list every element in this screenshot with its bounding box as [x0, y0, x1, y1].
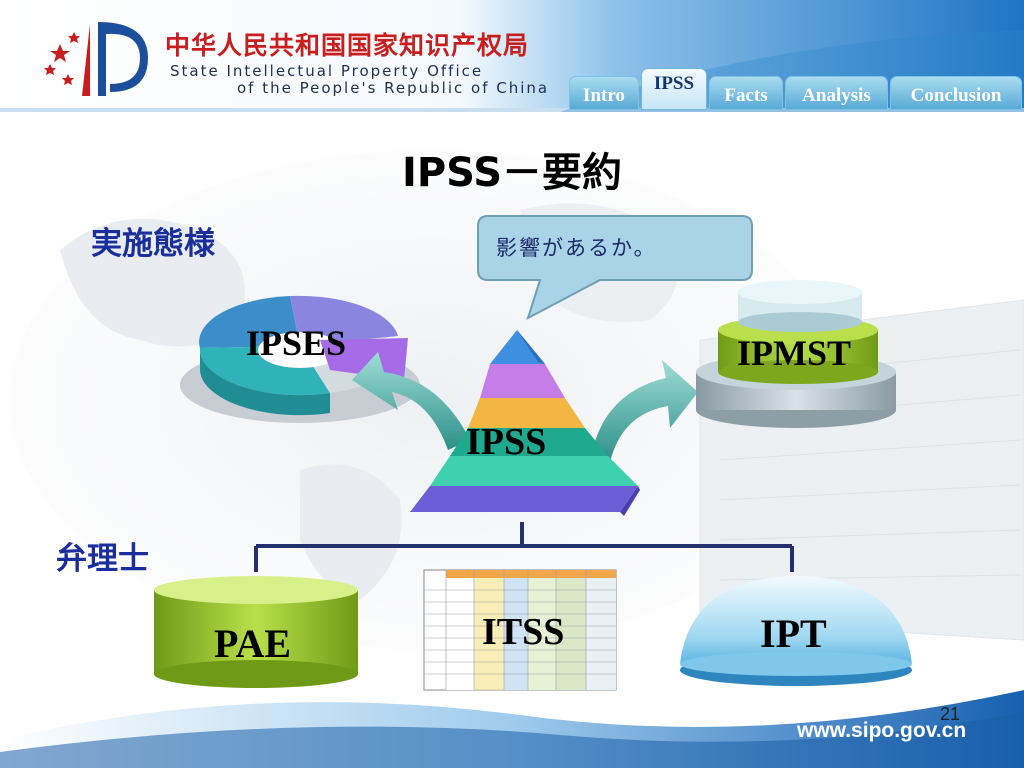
label-ipmst: IPMST	[737, 333, 852, 373]
callout-text: 影響があるか。	[496, 236, 657, 260]
org-name-english-line1: State Intellectual Property Office	[170, 62, 484, 80]
label-ipt: IPT	[760, 611, 827, 656]
ipmst-stack-graphic	[696, 280, 896, 428]
label-pae: PAE	[214, 621, 292, 666]
connector-bracket	[254, 522, 794, 572]
ipt-dome-graphic	[680, 576, 912, 686]
label-ipss: IPSS	[466, 421, 547, 463]
heading-implementation: 実施態様	[91, 226, 215, 262]
tab-ipss[interactable]: IPSS	[641, 68, 707, 110]
footer-url[interactable]: www.sipo.gov.cn	[797, 719, 967, 742]
label-ipses: IPSES	[246, 323, 347, 363]
org-name-english-line2: of the People's Republic of China	[237, 79, 550, 97]
callout-bubble	[477, 215, 753, 321]
tab-facts[interactable]: Facts	[709, 76, 783, 110]
tab-intro[interactable]: Intro	[569, 76, 639, 110]
page-number: 21	[940, 704, 961, 724]
label-itss: ITSS	[482, 611, 565, 653]
tab-conclusion[interactable]: Conclusion	[890, 76, 1022, 110]
heading-patent-attorney: 弁理士	[56, 541, 149, 577]
slide-title: IPSS－要約	[401, 150, 623, 196]
arrow-to-ipmst	[592, 360, 698, 462]
itss-table-thumbnail	[423, 569, 617, 691]
ipses-donut-graphic	[180, 295, 420, 423]
org-name-chinese: 中华人民共和国国家知识产权局	[165, 31, 530, 60]
arrow-to-ipses	[352, 352, 470, 450]
sipo-logo	[44, 22, 148, 96]
pae-cylinder-graphic	[154, 576, 358, 688]
tab-analysis[interactable]: Analysis	[785, 76, 888, 110]
ipss-pyramid-graphic	[410, 330, 640, 516]
